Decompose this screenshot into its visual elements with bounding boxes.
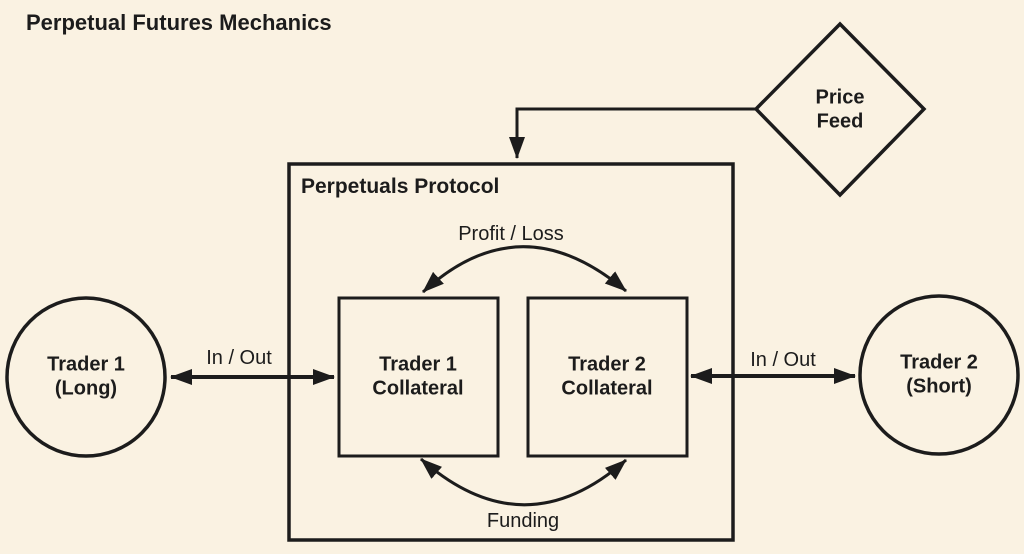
price-feed-diamond-shape [753,21,927,198]
protocol-label: Perpetuals Protocol [301,175,500,198]
funding-arc-arrow [420,457,627,507]
trader2-collateral-box-shape [526,296,689,458]
funding-label: Funding [486,509,560,532]
trader1-circle-shape [5,296,167,458]
price-feed-to-protocol-arrow [509,107,756,159]
in-out-right-label: In / Out [750,348,816,371]
trader1-collateral-label: Trader 1 Collateral [372,353,464,400]
trader2-label: Trader 2 (Short) [900,351,978,398]
profit-loss-arc-arrow [421,245,627,294]
in-out-left-label: In / Out [206,346,272,369]
trader1-label: Trader 1 (Long) [47,353,125,400]
protocol-box-shape [287,162,735,542]
trader2-circle-shape [858,294,1020,456]
diagram-title: Perpetual Futures Mechanics [26,10,332,35]
profit-loss-label: Profit / Loss [458,222,564,245]
price-feed-label: Price Feed [815,86,865,133]
trader2-collateral-label: Trader 2 Collateral [561,353,653,400]
trader1-collateral-box-shape [337,296,500,458]
